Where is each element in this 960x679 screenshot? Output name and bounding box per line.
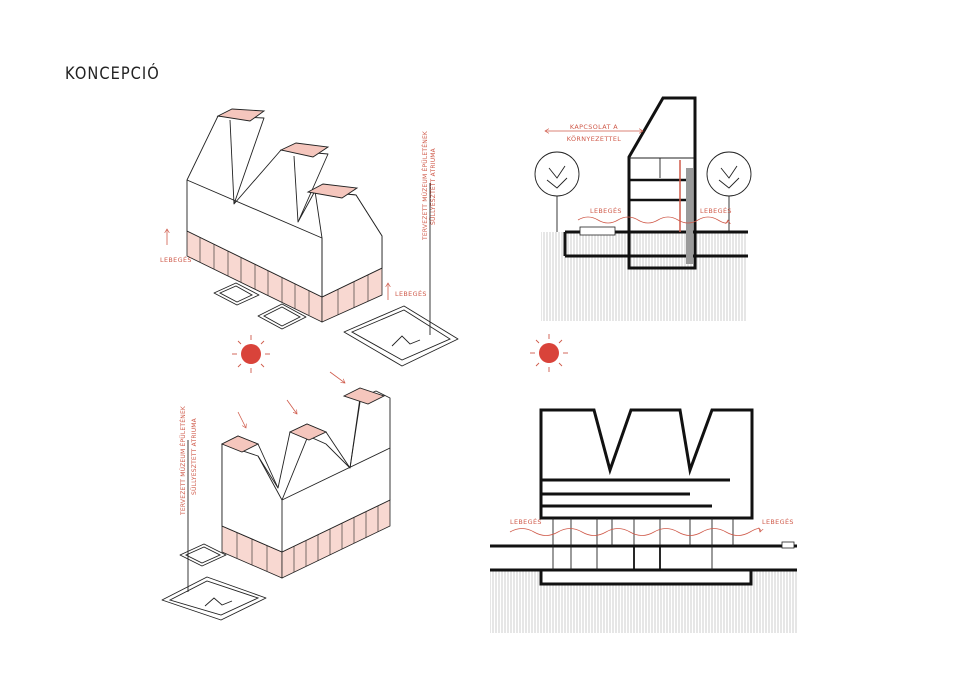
iso-top-label-right: LEBEGÉS (395, 289, 427, 298)
iso-top-base (186, 230, 383, 323)
section-top-kapcsolat-1: KAPCSOLAT A (570, 123, 618, 131)
iso-bottom-vertical-label-2: SÜLLYESZTETT ATRIUMA (191, 417, 198, 495)
arrow-icon (577, 216, 728, 223)
section-top-building (563, 96, 748, 270)
ground-hatch (541, 232, 747, 321)
iso-bottom-vertical-label-1: TERVEZETT MÚZEUM ÉPÜLETÉNEK (179, 405, 187, 516)
page-title: KONCEPCIÓ (65, 64, 160, 84)
section-top-kapcsolat-2: KÖRNYEZETTEL (567, 134, 622, 143)
arrow-icon (286, 399, 297, 414)
section-top: KAPCSOLAT A KÖRNYEZETTEL LEBEGÉS LEBEGÉS (534, 96, 752, 321)
arrow-icon (509, 529, 760, 536)
section-bottom-label-left: LEBEGÉS (510, 517, 542, 526)
arrow-icon (237, 411, 246, 428)
iso-top-vertical-label-2: SÜLLYESZTETT ATRIUMA (430, 147, 437, 225)
iso-top-vertical-label-1: TERVEZETT MÚZEUM ÉPÜLETÉNEK (421, 130, 429, 241)
section-top-label-left: LEBEGÉS (590, 206, 622, 215)
sun-icon (232, 335, 270, 373)
iso-diagram-top: LEBEGÉS LEBEGÉS TERVEZETT MÚZEUM ÉPÜLETÉ… (160, 108, 459, 367)
iso-top-building (186, 108, 383, 298)
tree-icon (706, 151, 752, 232)
iso-diagram-bottom: TERVEZETT MÚZEUM ÉPÜLETÉNEK SÜLLYESZTETT… (161, 371, 391, 621)
iso-top-atria (213, 282, 459, 367)
section-bottom-building (490, 408, 797, 586)
section-top-label-right: LEBEGÉS (700, 206, 732, 215)
section-bottom: LEBEGÉS LEBEGÉS (490, 408, 797, 633)
section-bottom-label-right: LEBEGÉS (762, 517, 794, 526)
tree-icon (534, 151, 580, 232)
iso-bottom-building (220, 387, 391, 553)
iso-top-label-left: LEBEGÉS (160, 255, 192, 264)
sun-icon (530, 334, 568, 372)
arrow-icon (329, 371, 345, 383)
